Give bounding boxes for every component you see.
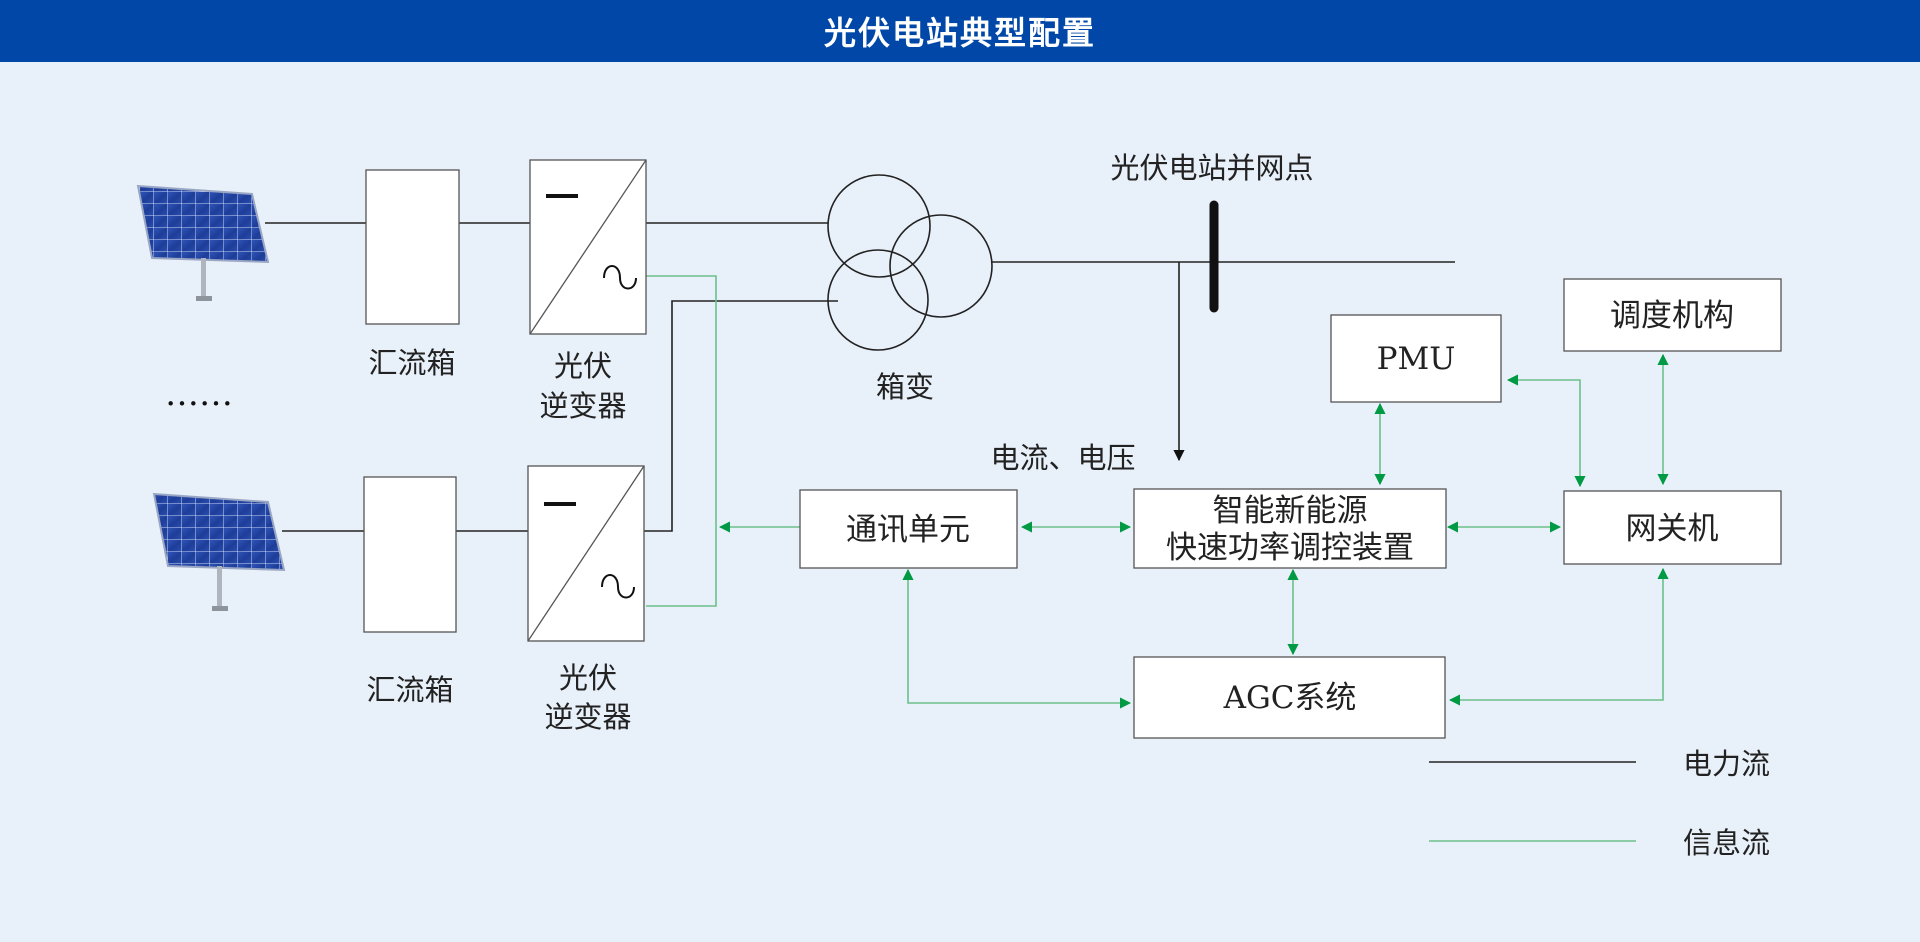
legend-info-label: 信息流 [1683,826,1770,860]
pmu-label: PMU [1377,341,1456,377]
legend: 电力流 信息流 [1429,747,1770,860]
power-flow-lines [265,222,1455,532]
box-transformer-icon [827,174,993,351]
comm-unit-label: 通讯单元 [846,512,970,548]
agc-label: AGC系统 [1223,680,1357,716]
power-controller-label-line2: 快速功率调控装置 [1166,530,1414,566]
dispatch-box [1563,278,1782,352]
measurement-label: 电流、电压 [990,441,1135,475]
info-flow-lines [646,275,1669,709]
combiner-box-2 [363,476,457,633]
inverter-1 [529,159,647,335]
gateway-box [1563,490,1782,565]
page-title: 光伏电站典型配置 [823,14,1096,52]
combiner-box-1 [365,169,460,325]
solar-panel-icon [152,492,286,611]
pmu-box [1330,314,1502,403]
comm-unit-box [799,489,1018,569]
combiner-box-1-label: 汇流箱 [368,346,455,380]
inverter-1-label-line2: 逆变器 [539,389,626,423]
dispatch-label: 调度机构 [1610,298,1734,334]
agc-box [1133,656,1446,739]
inverter-2-label-line2: 逆变器 [544,700,631,734]
gateway-label: 网关机 [1626,511,1719,547]
inverter-2 [527,465,645,642]
transformer-label: 箱变 [876,370,934,404]
power-controller-label-line1: 智能新能源 [1213,493,1368,529]
inverter-2-label-line1: 光伏 [559,661,617,695]
grid-point-label: 光伏电站并网点 [1110,151,1313,185]
header-bar: 光伏电站典型配置 [0,0,1920,62]
solar-panel-icon [136,184,270,301]
legend-power-label: 电力流 [1683,747,1770,781]
ellipsis-dots: …… [165,374,233,414]
combiner-box-2-label: 汇流箱 [366,673,453,707]
inverter-1-label-line1: 光伏 [554,349,612,383]
power-controller-box [1133,488,1447,569]
